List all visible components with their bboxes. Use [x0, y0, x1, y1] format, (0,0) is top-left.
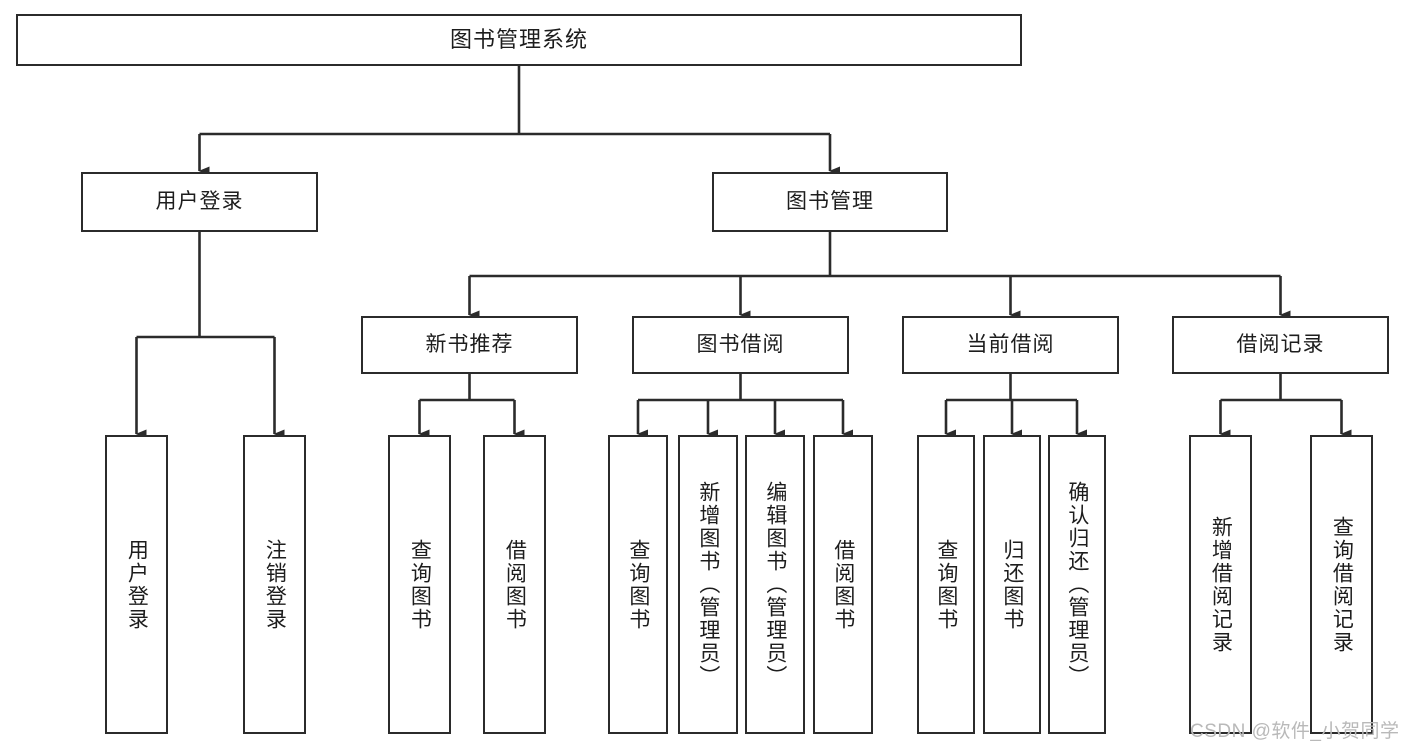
- node-label: 编辑图书（管理员）: [763, 481, 787, 688]
- node-label: 借阅记录: [1236, 332, 1325, 356]
- node-book-borrow[interactable]: 图书借阅: [632, 316, 849, 374]
- node-label: 查询图书: [626, 538, 650, 631]
- node-leaf-edit-book[interactable]: 编辑图书（管理员）: [745, 435, 805, 734]
- node-book-manage[interactable]: 图书管理: [712, 172, 948, 232]
- node-leaf-logout[interactable]: 注销登录: [243, 435, 306, 734]
- node-label: 确认归还（管理员）: [1065, 481, 1089, 688]
- node-label: 注销登录: [263, 538, 287, 631]
- node-label: 当前借阅: [966, 332, 1055, 356]
- node-leaf-query-record[interactable]: 查询借阅记录: [1310, 435, 1373, 734]
- node-leaf-return-book[interactable]: 归还图书: [983, 435, 1041, 734]
- node-leaf-add-book[interactable]: 新增图书（管理员）: [678, 435, 738, 734]
- node-label: 查询图书: [408, 538, 432, 631]
- node-leaf-query-book-3[interactable]: 查询图书: [917, 435, 975, 734]
- node-label: 新增图书（管理员）: [696, 481, 720, 688]
- node-leaf-user-login[interactable]: 用户登录: [105, 435, 168, 734]
- csdn-watermark: CSDN @软件_小贺同学: [1190, 721, 1400, 742]
- connector-lines: [135, 66, 1352, 439]
- node-borrow-record[interactable]: 借阅记录: [1172, 316, 1389, 374]
- node-label: 图书管理: [786, 189, 874, 213]
- node-leaf-confirm-return[interactable]: 确认归还（管理员）: [1048, 435, 1106, 734]
- node-label: 新增借阅记录: [1209, 515, 1233, 654]
- node-user-login[interactable]: 用户登录: [81, 172, 318, 232]
- node-current-borrow[interactable]: 当前借阅: [902, 316, 1119, 374]
- node-leaf-query-book-1[interactable]: 查询图书: [388, 435, 451, 734]
- node-label: 图书管理系统: [449, 27, 588, 53]
- node-leaf-add-record[interactable]: 新增借阅记录: [1189, 435, 1252, 734]
- node-label: 借阅图书: [831, 538, 855, 631]
- node-label: 借阅图书: [503, 538, 527, 631]
- node-leaf-query-book-2[interactable]: 查询图书: [608, 435, 668, 734]
- node-label: 用户登录: [125, 538, 149, 631]
- node-root[interactable]: 图书管理系统: [16, 14, 1022, 66]
- node-new-book-rec[interactable]: 新书推荐: [361, 316, 578, 374]
- node-label: 图书借阅: [696, 332, 785, 356]
- node-leaf-borrow-book-1[interactable]: 借阅图书: [483, 435, 546, 734]
- node-label: 新书推荐: [425, 332, 514, 356]
- node-label: 归还图书: [1000, 538, 1024, 631]
- node-leaf-borrow-book-2[interactable]: 借阅图书: [813, 435, 873, 734]
- node-label: 查询图书: [934, 538, 958, 631]
- node-label: 查询借阅记录: [1330, 515, 1354, 654]
- node-label: 用户登录: [155, 189, 244, 213]
